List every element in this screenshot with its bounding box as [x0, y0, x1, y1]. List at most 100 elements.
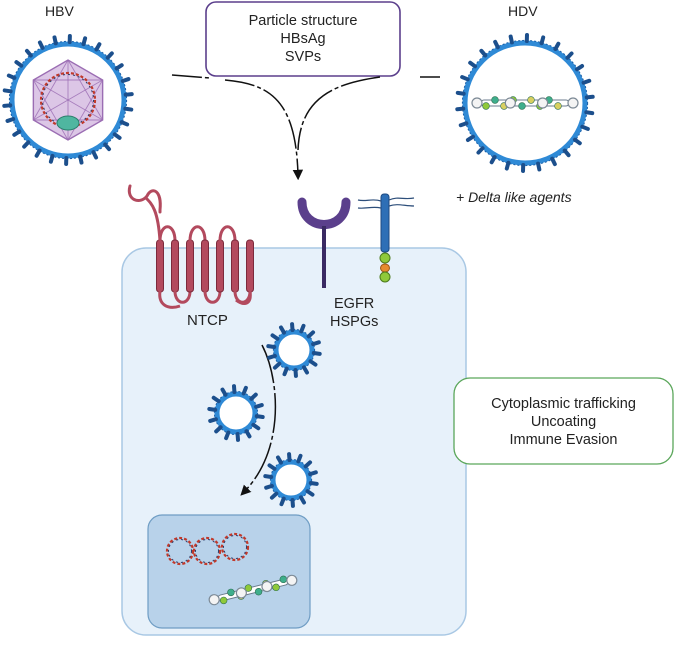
hbv-spike: [40, 42, 43, 47]
vesicle-spike: [298, 456, 300, 462]
hdv-spike: [587, 97, 593, 98]
vesicle-spike: [226, 433, 228, 439]
ntcp-transmembrane-helix: [232, 240, 239, 292]
vesicle-spike: [223, 390, 226, 395]
vesicle-spike: [310, 472, 316, 474]
entry-box-text: Particle structure HBsAg SVPs: [206, 12, 400, 66]
hdv-spike: [552, 159, 555, 164]
ntcp-transmembrane-helix: [157, 240, 164, 292]
hdv-label: HDV: [508, 3, 538, 19]
vesicle-spike: [210, 419, 216, 421]
hdv-rnp-rod-loop: [538, 98, 548, 108]
convergence-line-right: [298, 77, 440, 150]
hdv-spike: [470, 63, 475, 67]
hdv-spike: [538, 164, 539, 170]
vesicle-spike: [268, 346, 274, 347]
hbv-spike: [16, 62, 21, 66]
hdv-spike: [461, 123, 467, 125]
egfr-label: EGFR: [334, 296, 374, 312]
hspg-domain-green: [380, 272, 390, 282]
hspg-glycan-chain: [358, 200, 381, 201]
vesicle-spike: [308, 491, 313, 494]
vesicle-spike: [214, 398, 219, 401]
convergence-arrow: [172, 75, 298, 175]
hdv-spike: [511, 37, 512, 43]
hbv-spike: [24, 142, 28, 146]
hbv-spike: [14, 132, 19, 135]
ntcp-extracellular-loop: [160, 227, 175, 241]
vesicle-envelope: [217, 394, 255, 432]
hbv-spike: [9, 76, 15, 78]
hbv-spike: [8, 119, 14, 121]
hdv-spike: [582, 127, 588, 129]
hbv-spike: [126, 94, 132, 95]
ntcp-transmembrane-helix: [217, 240, 224, 292]
hdv-rnp-rod-bead: [519, 103, 526, 110]
entry-box-line-1: Particle structure: [206, 12, 400, 30]
ntcp-n-terminus: [129, 186, 160, 212]
vesicle-spike: [278, 457, 281, 462]
vesicle-spike: [209, 409, 215, 410]
ntcp-extracellular-loop: [190, 227, 205, 241]
hbv-spike: [105, 145, 109, 150]
hbv-spike: [27, 51, 31, 56]
hspg-domain-green: [380, 253, 390, 263]
hdv-spike: [478, 148, 482, 152]
vesicle-spike: [311, 483, 317, 484]
process-box-line-2: Uncoating: [454, 413, 673, 431]
hdv-spike: [495, 42, 498, 47]
entry-box-line-3: SVPs: [206, 48, 400, 66]
vesicle-spike: [269, 356, 275, 358]
hdv-spike: [584, 81, 590, 83]
process-box-line-1: Cytoplasmic trafficking: [454, 395, 673, 413]
ntcp-transmembrane-helix: [187, 240, 194, 292]
hdv-spike: [586, 112, 592, 113]
hdv-spike: [507, 163, 509, 169]
hdv-spike: [492, 157, 495, 162]
vesicle-spike: [281, 327, 284, 332]
hdv-rnp-rod-bead: [555, 103, 562, 110]
hdv-rnp-rod-loop: [568, 98, 578, 108]
hdv-spike: [457, 109, 463, 110]
hdv-spike: [462, 77, 468, 79]
vesicle-spike: [244, 388, 246, 394]
vesicle-spike: [313, 342, 319, 344]
vesicle-spike: [314, 353, 320, 354]
hbv-spike: [125, 109, 131, 110]
vesicle-spike: [265, 476, 271, 477]
hbv-spike: [96, 44, 99, 49]
vesicle-spike: [304, 367, 307, 372]
hbv-spike: [108, 53, 112, 57]
ntcp-transmembrane-helix: [172, 240, 179, 292]
ntcp-transmembrane-helix: [202, 240, 209, 292]
hdv-spike: [575, 140, 580, 144]
process-box-text: Cytoplasmic trafficking Uncoating Immune…: [454, 395, 673, 449]
vesicle-spike: [301, 497, 304, 502]
process-box-line-3: Immune Evasion: [454, 431, 673, 449]
hbv-virion: [4, 36, 131, 164]
hbv-spike: [4, 105, 10, 106]
hbv-spike: [51, 156, 53, 162]
hdv-rnp-rod-loop: [472, 98, 482, 108]
hdv-spike: [458, 93, 464, 94]
hspg-domain-orange: [381, 264, 390, 272]
egfr-cup: [302, 202, 346, 225]
hbv-spike: [123, 79, 129, 81]
vesicle-spike: [253, 425, 258, 428]
hdv-spike: [565, 151, 569, 156]
hspg-glycan-chain: [389, 205, 414, 206]
ntcp-stem: [146, 198, 160, 241]
hdv-rnp-rod-bead: [483, 103, 490, 110]
hbv-spike: [55, 37, 56, 43]
hbv-spike: [5, 90, 11, 91]
vesicle-spike: [284, 369, 286, 375]
hdv-spike: [555, 44, 558, 49]
hbv-spike: [117, 65, 122, 68]
ntcp-extracellular-loop: [220, 227, 235, 241]
hdv-virion: [457, 35, 592, 171]
hbv-spike: [93, 152, 96, 157]
hspg-core-protein: [381, 194, 389, 252]
vesicle-envelope: [276, 332, 312, 368]
nucleus: [148, 515, 310, 628]
hbv-label: HBV: [45, 3, 74, 19]
